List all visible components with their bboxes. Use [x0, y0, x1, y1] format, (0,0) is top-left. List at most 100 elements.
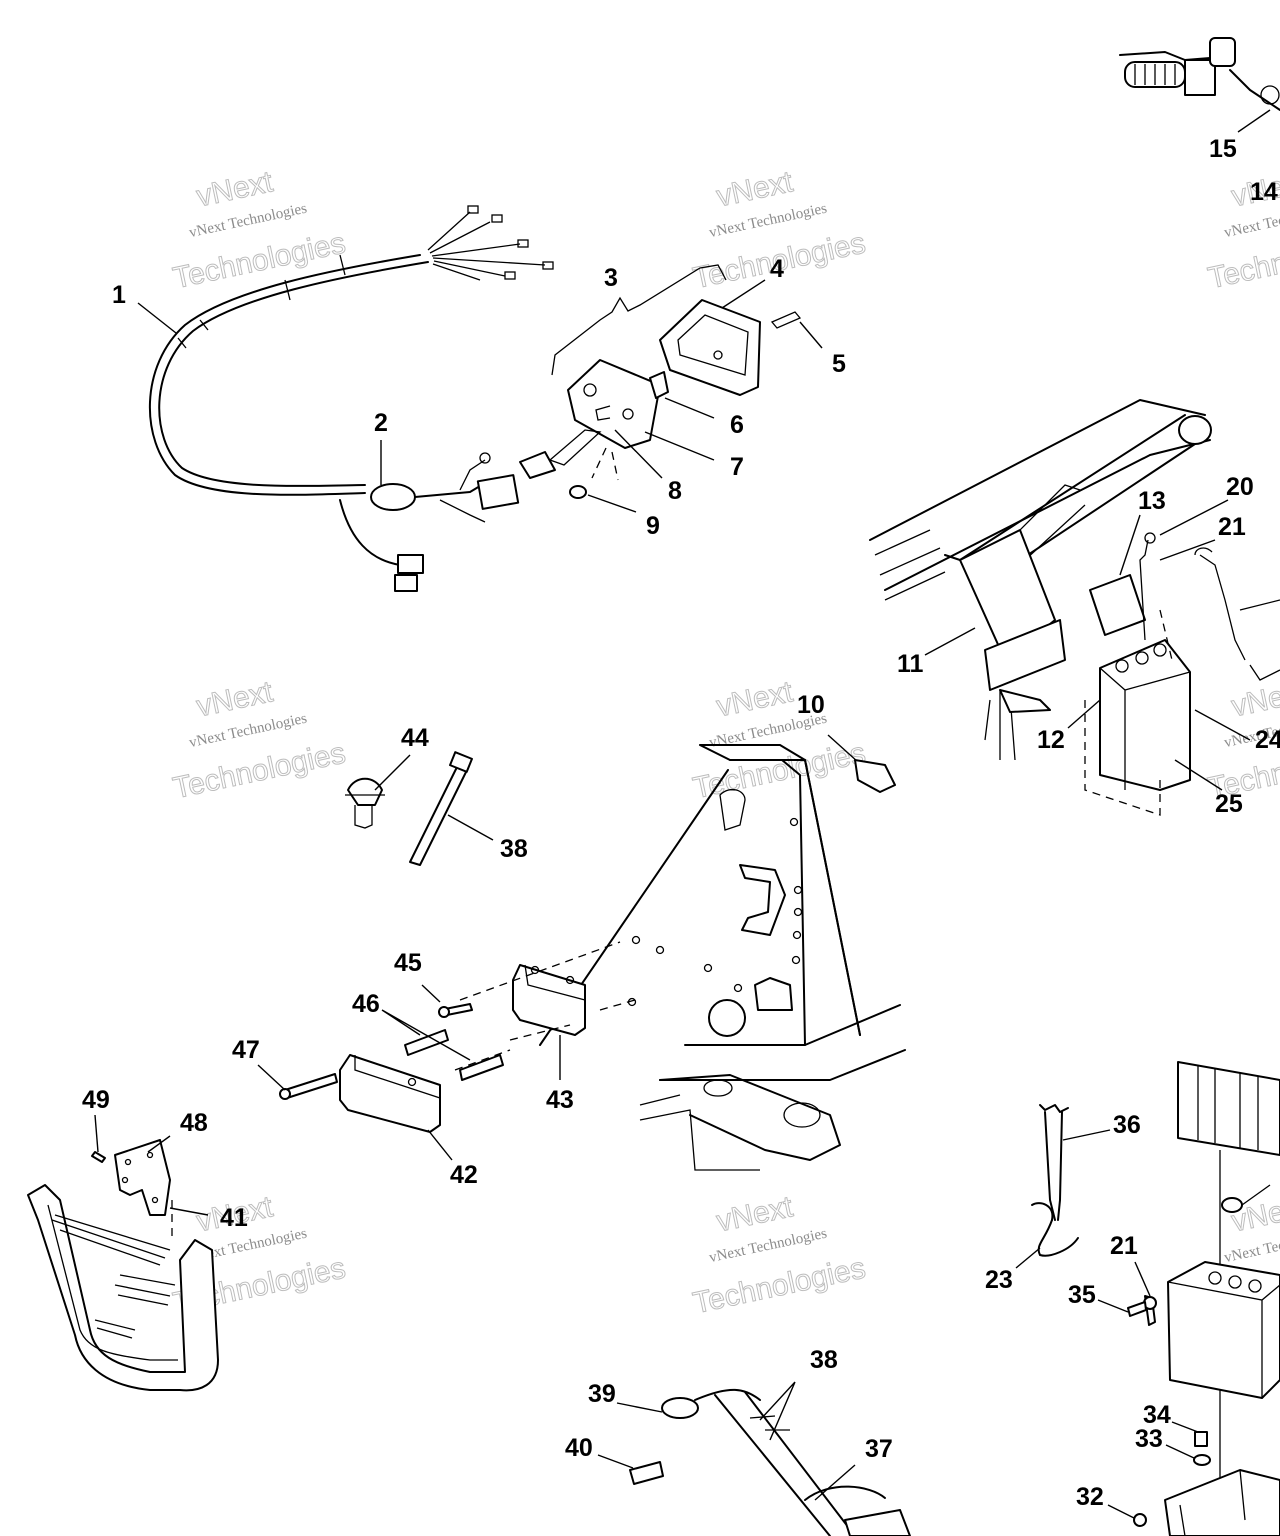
callout-9: 9 — [646, 512, 660, 540]
callout-40: 40 — [565, 1434, 593, 1462]
leader-line — [799, 321, 823, 349]
battery-box — [1127, 1061, 1280, 1536]
wiring-harness — [149, 205, 554, 592]
leader-line — [1237, 109, 1271, 133]
callout-8: 8 — [668, 477, 682, 505]
callout-41: 41 — [220, 1204, 248, 1232]
callout-37: 37 — [865, 1435, 893, 1463]
leader-line — [374, 754, 411, 791]
leader-line — [1067, 699, 1101, 729]
leader-line — [1171, 1421, 1199, 1433]
callout-35: 35 — [1068, 1281, 1096, 1309]
svg-text:vNext: vNext — [714, 675, 797, 723]
callout-14: 14 — [1250, 178, 1278, 206]
leader-line — [759, 1381, 796, 1441]
leader-line — [381, 1009, 471, 1061]
leader-line — [614, 429, 663, 479]
leader-line — [427, 1129, 453, 1161]
svg-text:vNext: vNext — [194, 675, 277, 723]
tail-light-assembly — [519, 264, 802, 499]
callout-12: 12 — [1037, 726, 1065, 754]
leader-line — [644, 431, 715, 461]
callout-20: 20 — [1226, 473, 1254, 501]
leader-line — [1062, 1129, 1111, 1141]
leader-line — [147, 1135, 171, 1153]
callout-36: 36 — [1113, 1111, 1141, 1139]
callout-32: 32 — [1076, 1483, 1104, 1511]
callout-4: 4 — [770, 255, 784, 283]
leader-line — [1165, 1444, 1195, 1459]
watermark: vNext vNext Technologies Technologies — [170, 675, 349, 806]
watermark: vNext vNext Technologies Technologies — [690, 1190, 869, 1321]
leader-line — [1159, 539, 1216, 561]
callout-21: 21 — [1218, 513, 1246, 541]
svg-text:vNext: vNext — [714, 1190, 797, 1238]
callout-43: 43 — [546, 1086, 574, 1114]
callout-10: 10 — [797, 691, 825, 719]
watermark: vNext vNext Technologies Technologies — [690, 675, 869, 806]
callout-7: 7 — [730, 453, 744, 481]
strap-hook — [1031, 1104, 1079, 1257]
callout-5: 5 — [832, 350, 846, 378]
callout-3: 3 — [604, 264, 618, 292]
leader-line — [1134, 1261, 1151, 1297]
leader-line — [1015, 1247, 1041, 1269]
svg-text:vNext: vNext — [1229, 1190, 1280, 1238]
callout-49: 49 — [82, 1086, 110, 1114]
callout-23: 23 — [985, 1266, 1013, 1294]
leader-line — [814, 1464, 856, 1501]
callout-44: 44 — [401, 724, 429, 752]
leader-line — [1174, 759, 1223, 791]
switch-cable — [629, 1388, 911, 1536]
connector-10 — [854, 759, 896, 793]
clip-and-tie — [345, 751, 473, 866]
handlebar-control — [1119, 37, 1280, 111]
callout-42: 42 — [450, 1161, 478, 1189]
callout-24: 24 — [1255, 726, 1280, 754]
callout-21-lower: 21 — [1110, 1232, 1138, 1260]
leader-line — [94, 1114, 99, 1153]
callout-1: 1 — [112, 281, 126, 309]
callout-33: 33 — [1135, 1425, 1163, 1453]
svg-text:vNext: vNext — [714, 165, 797, 213]
frame-bracket — [539, 744, 906, 1171]
callout-6: 6 — [730, 411, 744, 439]
leader-line — [1107, 1504, 1135, 1519]
callout-11: 11 — [897, 650, 924, 678]
watermark: vNext vNext Technologies Technologies — [1205, 165, 1280, 296]
leader-line — [1097, 1299, 1129, 1313]
leader-line — [587, 494, 637, 513]
leader-line — [597, 1454, 634, 1469]
frame-battery-mount — [869, 399, 1280, 816]
callout-34: 34 — [1143, 1401, 1171, 1429]
callout-45: 45 — [394, 949, 422, 977]
callout-47: 47 — [232, 1036, 260, 1064]
callout-38: 38 — [500, 835, 528, 863]
leader-line — [137, 302, 177, 334]
leader-line — [924, 627, 976, 656]
callout-39: 39 — [588, 1380, 616, 1408]
mounting-blocks — [279, 935, 713, 1133]
callout-46: 46 — [352, 990, 380, 1018]
leader-line — [257, 1064, 286, 1091]
leader-line — [1119, 514, 1141, 576]
callout-13: 13 — [1138, 487, 1166, 515]
leader-line — [721, 279, 766, 309]
leader-line — [616, 1402, 663, 1413]
svg-text:vNext: vNext — [194, 165, 277, 213]
callout-labels: 1 2 3 4 5 6 7 8 9 10 11 12 13 14 15 20 2… — [82, 135, 1280, 1511]
svg-text:vNext: vNext — [1229, 675, 1280, 723]
leader-line — [664, 397, 715, 419]
callout-25: 25 — [1215, 790, 1243, 818]
leader-line — [447, 814, 494, 841]
callout-15: 15 — [1209, 135, 1237, 163]
callout-48: 48 — [180, 1109, 208, 1137]
leader-line — [827, 734, 859, 763]
leader-line — [169, 1207, 209, 1216]
callout-38-lower: 38 — [810, 1346, 838, 1374]
grille-guard — [27, 1139, 219, 1392]
callout-2: 2 — [374, 409, 388, 437]
leader-line — [1159, 499, 1229, 536]
leader-line — [421, 984, 441, 1003]
